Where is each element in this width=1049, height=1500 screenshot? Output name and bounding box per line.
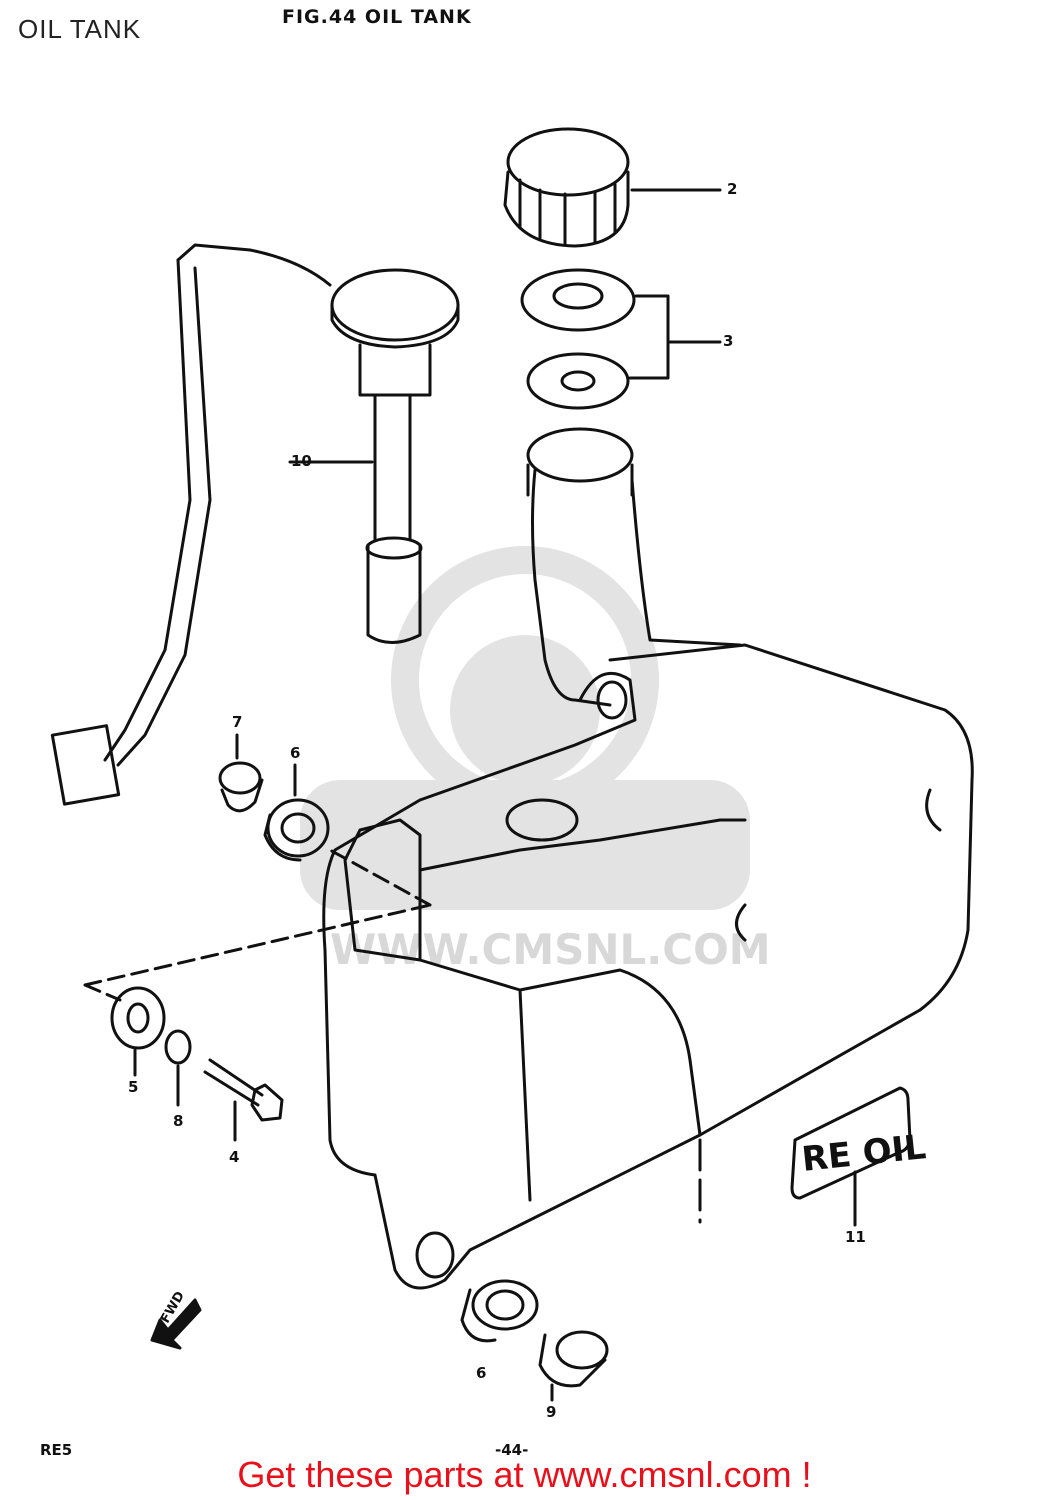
get-parts-link[interactable]: Get these parts at www.cmsnl.com ! (237, 1454, 812, 1495)
gasket-set-part (520, 268, 722, 410)
callout-5: 5 (128, 1078, 139, 1096)
callout-6-upper: 6 (290, 744, 301, 762)
page-title: OIL TANK (18, 14, 142, 44)
lower-mounting-parts (460, 1279, 609, 1402)
watermark-url: WWW.CMSNL.COM (330, 925, 771, 974)
callout-8: 8 (173, 1112, 184, 1130)
callout-9: 9 (546, 1403, 557, 1421)
callout-4: 4 (229, 1148, 240, 1166)
left-mounting-parts (83, 733, 432, 1142)
callout-11: 11 (845, 1228, 866, 1246)
cms-watermark-logo (300, 546, 750, 910)
oil-tank-body (322, 427, 974, 1290)
cap-part (503, 127, 722, 248)
forward-arrow-icon (150, 1298, 202, 1350)
callout-7: 7 (232, 713, 243, 731)
oil-level-gauge-part (50, 243, 460, 806)
page-number: -44- (495, 1441, 529, 1459)
callout-3: 3 (723, 332, 734, 350)
model-code: RE5 (40, 1441, 73, 1459)
callout-10: 10 (291, 452, 312, 470)
figure-title: FIG.44 OIL TANK (282, 6, 472, 28)
callout-2: 2 (727, 180, 738, 198)
callout-6-lower: 6 (476, 1364, 487, 1382)
emblem-part (698, 1086, 912, 1227)
